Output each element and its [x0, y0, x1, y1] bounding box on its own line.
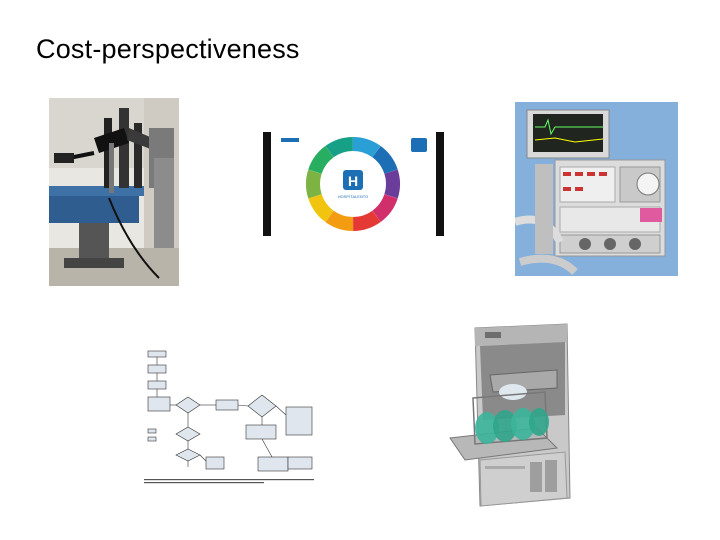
- decision-flowchart-image: [140, 349, 320, 487]
- svg-text:H: H: [348, 173, 358, 189]
- slide-title: Cost-perspectiveness: [36, 34, 300, 64]
- anesthesia-machine-image: [515, 102, 678, 276]
- surgical-robot-image: [49, 98, 179, 286]
- hospital-logo-image: H HOSPITALENTO: [263, 132, 444, 236]
- logo-brand-text: HOSPITALENTO: [338, 194, 369, 199]
- washer-disinfector-image: [445, 320, 575, 510]
